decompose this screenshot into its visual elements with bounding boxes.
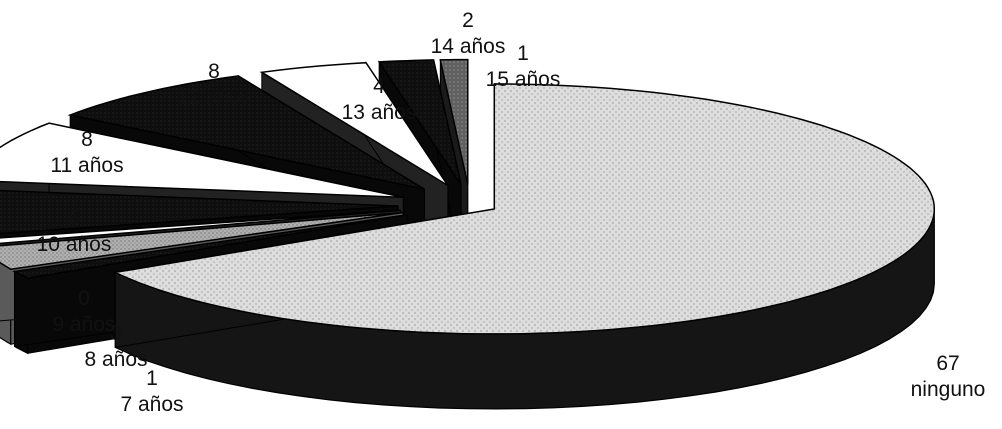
slice-category-9-anos: 9 años — [52, 313, 115, 336]
pie-slice-12-anos — [67, 75, 425, 190]
slice-label-9-anos: 0 9 años — [52, 287, 115, 336]
slice-category-11-anos: 11 años — [50, 154, 123, 177]
slice-category-13-anos: 13 años — [342, 101, 417, 124]
slice-value-11-anos: 8 — [81, 128, 93, 151]
slice-value-15-anos: 1 — [517, 42, 529, 65]
slice-value-8-anos: 3 — [110, 322, 122, 345]
slice-value-7-anos: 1 — [146, 367, 158, 390]
slice-label-ninguno: 67 ninguno — [911, 352, 986, 401]
slice-label-10-anos: 6 10 años — [37, 207, 112, 256]
slice-label-14-anos: 2 14 años — [431, 9, 506, 58]
slice-category-8-anos: 8 años — [84, 348, 147, 371]
pie-slice-14-anos — [377, 59, 462, 186]
slice-value-10-anos: 6 — [68, 207, 80, 230]
slice-category-ninguno: ninguno — [911, 378, 986, 401]
pie-slice-11-anos — [0, 122, 404, 199]
slice-label-13-anos: 4 13 años — [342, 75, 417, 124]
pie-slice-ninguno — [112, 83, 936, 335]
slice-value-ninguno: 67 — [936, 352, 959, 375]
pie-slice-8-anos — [0, 211, 404, 270]
slice-category-12-anos: 12 años — [177, 86, 252, 109]
slice-label-11-anos: 8 11 años — [50, 128, 123, 177]
pie-slice-13-anos — [259, 61, 449, 187]
slice-value-9-anos: 0 — [78, 287, 90, 310]
slice-label-12-anos: 8 12 años — [177, 60, 252, 109]
slice-value-13-anos: 4 — [373, 75, 385, 98]
pie-slice-15-anos — [439, 58, 469, 185]
slice-category-15-anos: 15 años — [486, 68, 561, 91]
pie-slice-10-anos — [0, 189, 399, 235]
slice-category-10-anos: 10 años — [37, 233, 112, 256]
slice-category-14-anos: 14 años — [431, 35, 506, 58]
pie-slice-7-anos — [12, 214, 407, 280]
slice-value-12-anos: 8 — [208, 60, 220, 83]
slice-label-15-anos: 1 15 años — [486, 42, 561, 91]
slice-label-8-anos: 3 8 años — [84, 322, 147, 371]
slice-value-14-anos: 2 — [462, 9, 474, 32]
slice-label-7-anos: 1 7 años — [120, 367, 183, 416]
slice-category-7-anos: 7 años — [120, 393, 183, 416]
